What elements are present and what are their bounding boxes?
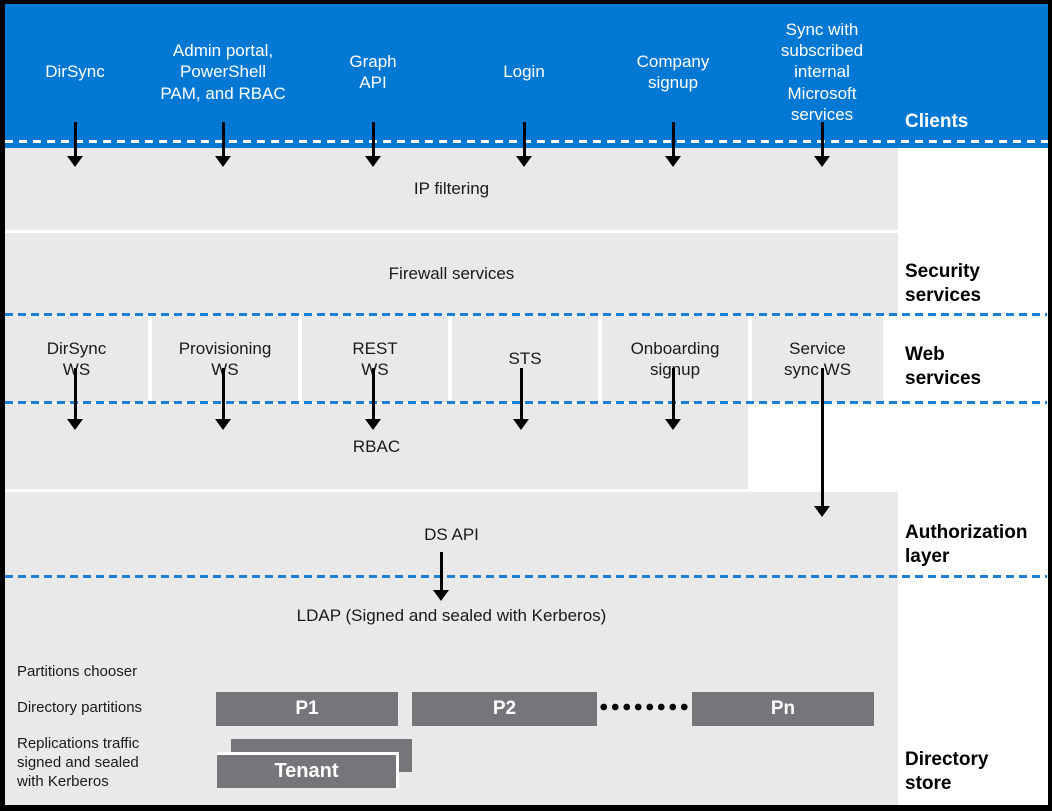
arrow-head-icon <box>433 590 449 601</box>
arrow-onboarding-to-rbac <box>665 368 681 430</box>
ldap-label: LDAP (Signed and sealed with Kerberos) <box>296 606 607 625</box>
arrow-head-icon <box>665 419 681 430</box>
arrow-service-sync-to-ds-api <box>814 368 830 517</box>
ds-api-label: DS API <box>424 524 479 544</box>
clients-separator-dashed-line <box>5 140 1048 143</box>
client-label: Company signup <box>636 51 710 92</box>
arrow-head-icon <box>513 419 529 430</box>
client-graph-api: Graph API <box>293 4 453 140</box>
arrow-head-icon <box>67 156 83 167</box>
arrow-provisioning-ws-to-rbac <box>215 368 231 430</box>
partition-bar-pn: Pn <box>692 692 874 726</box>
clients-band <box>5 4 1048 148</box>
tenant-bar: Tenant <box>217 752 399 788</box>
partition-label: Pn <box>770 698 796 719</box>
ip-filtering-band: IP filtering <box>5 148 898 230</box>
ip-filtering-label: IP filtering <box>413 179 490 198</box>
client-company-signup: Company signup <box>593 4 753 140</box>
ds-api-band: DS API <box>5 492 898 577</box>
client-login: Login <box>444 4 604 140</box>
firewall-services-label: Firewall services <box>388 264 515 283</box>
web-service-label: STS <box>508 349 542 369</box>
client-dirsync: DirSync <box>0 4 155 140</box>
arrow-head-icon <box>67 419 83 430</box>
section-label-authorization-layer: Authorization layer <box>905 522 1028 567</box>
arrow-head-icon <box>516 156 532 167</box>
arrow-head-icon <box>365 419 381 430</box>
arrow-dirsync-ws-to-rbac <box>67 368 83 430</box>
partition-ellipsis-dots <box>598 702 690 712</box>
partition-label: P1 <box>295 698 319 719</box>
section-label-clients: Clients <box>905 111 969 132</box>
client-label: Login <box>503 62 545 82</box>
rbac-label: RBAC <box>352 436 401 456</box>
firewall-services-band: Firewall services <box>5 233 898 315</box>
arrow-rest-ws-to-rbac <box>365 368 381 430</box>
web-service-cell-rest-ws: REST WS <box>302 316 448 402</box>
arrow-head-icon <box>215 156 231 167</box>
directory-store-band <box>5 577 898 805</box>
web-service-cell-onboarding-signup: Onboarding signup <box>602 316 748 402</box>
web-service-label: Provisioning WS <box>178 338 272 379</box>
arrow-head-icon <box>215 419 231 430</box>
web-service-cell-dirsync-ws: DirSync WS <box>5 316 148 402</box>
arrow-head-icon <box>814 156 830 167</box>
rbac-band: RBAC <box>5 404 748 489</box>
partition-label: P2 <box>492 698 517 719</box>
replications-traffic-label: Replications traffic signed and sealed w… <box>17 735 140 791</box>
web-service-cell-sts: STS <box>452 316 598 402</box>
web-service-label: REST WS <box>352 338 398 379</box>
arrow-head-icon <box>365 156 381 167</box>
client-label: Graph API <box>349 51 397 92</box>
arrow-dirsync-to-security <box>67 122 83 167</box>
arrow-head-icon <box>665 156 681 167</box>
web-service-cell-service-sync-ws: Service sync WS <box>752 316 883 402</box>
arrow-sync-services-to-security <box>814 122 830 167</box>
tenant-label: Tenant <box>274 760 339 782</box>
partition-bar-p1: P1 <box>216 692 398 726</box>
web-service-cell-provisioning-ws: Provisioning WS <box>152 316 298 402</box>
partitions-chooser-label: Partitions chooser <box>17 663 138 680</box>
arrow-head-icon <box>814 506 830 517</box>
directory-partitions-label: Directory partitions <box>17 699 143 716</box>
section-label-security-services: Security services <box>905 261 982 306</box>
security-web-separator-dashed-line <box>5 313 1047 316</box>
web-service-label: Service sync WS <box>783 338 852 379</box>
client-label: DirSync <box>45 62 105 82</box>
arrow-login-to-security <box>516 122 532 167</box>
client-label: Sync with subscribed internal Microsoft … <box>780 19 864 124</box>
client-sync-internal-services: Sync with subscribed internal Microsoft … <box>742 4 902 140</box>
web-service-label: Onboarding signup <box>630 338 720 379</box>
web-authorization-separator-dashed-line <box>5 401 1047 404</box>
arrow-graph-api-to-security <box>365 122 381 167</box>
arrow-company-signup-to-security <box>665 122 681 167</box>
arrow-admin-portal-to-security <box>215 122 231 167</box>
section-label-web-services: Web services <box>905 344 982 389</box>
partition-bar-p2: P2 <box>412 692 597 726</box>
arrow-ds-api-to-ldap <box>433 552 449 601</box>
authorization-directory-separator-dashed-line <box>5 575 1047 578</box>
section-label-directory-store: Directory store <box>905 749 989 794</box>
arrow-sts-to-rbac <box>513 368 529 430</box>
client-admin-portal: Admin portal, PowerShell PAM, and RBAC <box>143 4 303 140</box>
client-label: Admin portal, PowerShell PAM, and RBAC <box>160 41 286 103</box>
